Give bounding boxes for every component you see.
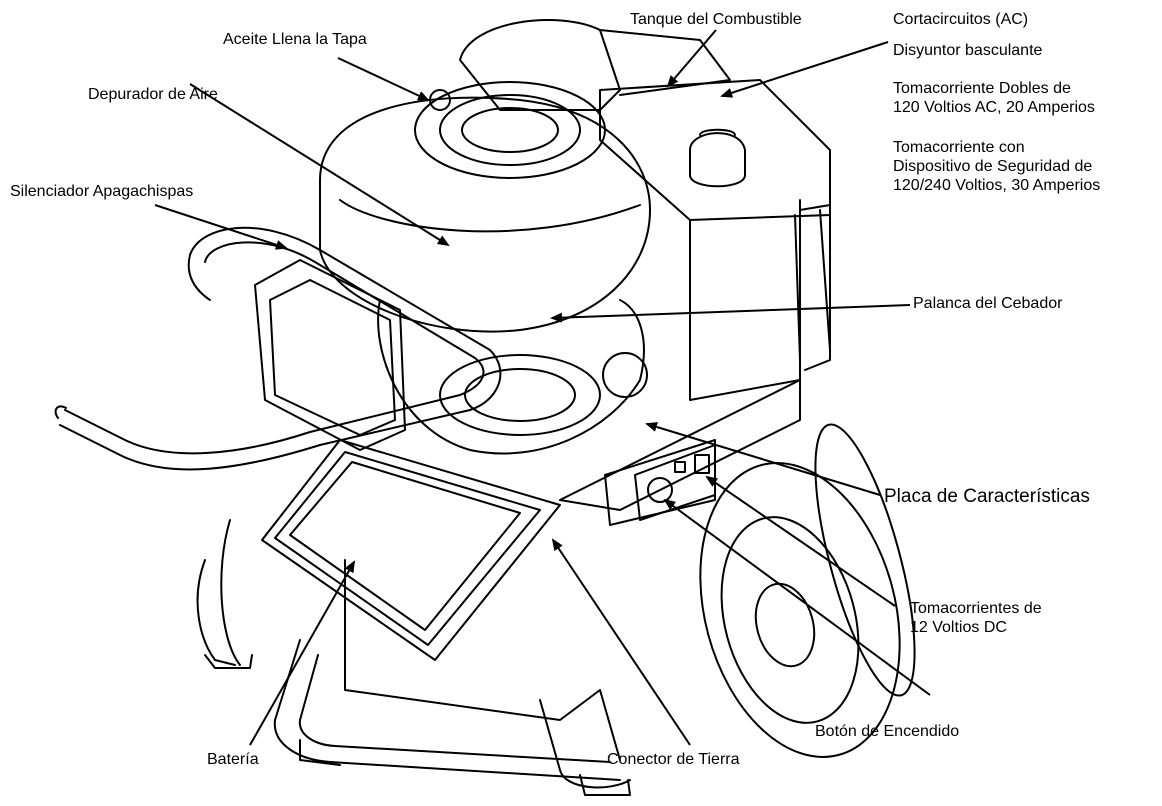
label-placa: Placa de Características [884, 486, 1090, 507]
leader-bateria [249, 560, 355, 746]
engine-body [377, 299, 648, 455]
label-tomacorrientes-dc: Tomacorrientes de 12 Voltios DC [910, 599, 1042, 637]
wheel [699, 423, 916, 758]
label-tanque: Tanque del Combustible [630, 11, 802, 28]
label-conector: Conector de Tierra [607, 751, 740, 768]
label-line: 120 Voltios AC, 20 Amperios [893, 99, 1095, 116]
label-line: 120/240 Voltios, 30 Amperios [893, 177, 1101, 194]
leader-depurador [189, 83, 450, 247]
muffler [254, 259, 406, 451]
label-disyuntor: Disyuntor basculante [893, 42, 1043, 59]
frame-right [794, 209, 831, 361]
label-line: Tomacorriente Dobles de [893, 80, 1071, 97]
label-depurador: Depurador de Aire [88, 86, 218, 103]
battery-tray [261, 439, 561, 661]
leader-cortacircuitos [720, 41, 889, 98]
leader-lines [154, 29, 931, 746]
engine-shroud [459, 19, 731, 111]
label-line: Tomacorriente con [893, 139, 1025, 156]
leader-placa [645, 422, 881, 496]
label-line: Tomacorrientes de [910, 600, 1042, 617]
label-tomacorriente-seguridad: Tomacorriente con Dispositivo de Segurid… [893, 138, 1100, 195]
label-palanca: Palanca del Cebador [913, 295, 1063, 312]
air-cleaner [319, 81, 651, 333]
leader-boton [663, 498, 931, 696]
label-aceite: Aceite Llena la Tapa [223, 31, 367, 48]
leader-conector [551, 538, 691, 746]
leader-tanque [666, 29, 717, 88]
fuel-tank [599, 79, 831, 401]
leader-tomacorrientes-dc [705, 475, 896, 607]
label-boton: Botón de Encendido [815, 723, 960, 740]
label-line: 12 Voltios DC [910, 619, 1007, 636]
label-cortacircuitos: Cortacircuitos (AC) [893, 11, 1029, 28]
leader-silenciador [154, 204, 288, 250]
label-line: Dispositivo de Seguridad de [893, 158, 1093, 175]
label-bateria: Batería [207, 751, 259, 768]
label-silenciador: Silenciador Apagachispas [10, 183, 194, 200]
label-tomacorriente-dobles: Tomacorriente Dobles de 120 Voltios AC, … [893, 79, 1095, 117]
handle [54, 226, 502, 471]
control-panel [559, 379, 801, 526]
leader-aceite [337, 57, 430, 101]
frame [196, 519, 631, 796]
leader-palanca [550, 304, 911, 323]
